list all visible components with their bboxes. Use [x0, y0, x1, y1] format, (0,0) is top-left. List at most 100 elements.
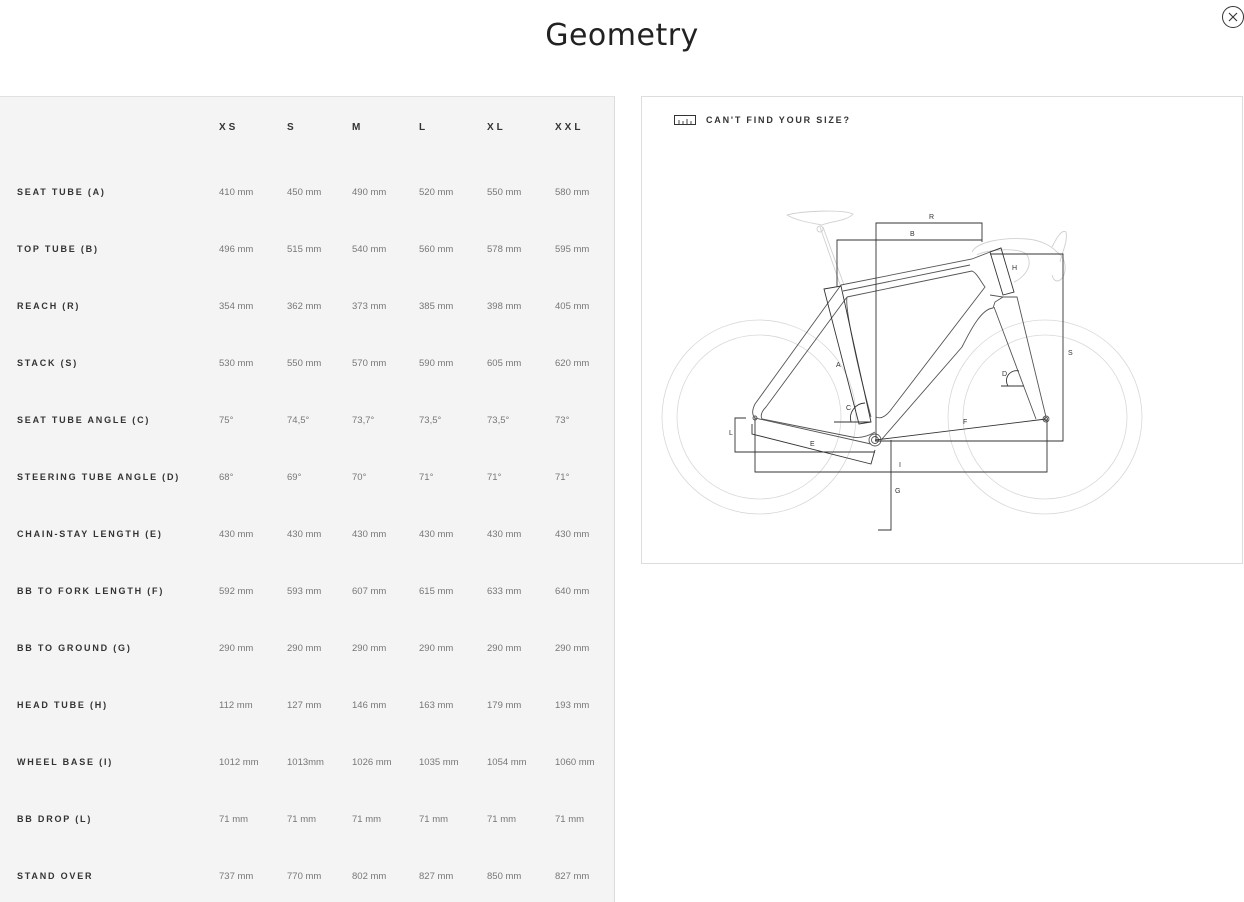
size-finder-link[interactable]: CAN'T FIND YOUR SIZE? — [674, 115, 851, 125]
front-wheel-tire — [947, 319, 1143, 515]
cell-s: 127 mm — [287, 700, 322, 711]
bike-geometry-illustration: R B H A S D C F L E I G — [661, 210, 1143, 531]
label-c: C — [846, 405, 851, 412]
row-label: SEAT TUBE (A) — [17, 187, 106, 197]
bb-drop-line — [734, 417, 875, 453]
bb-to-fork-line — [874, 418, 1047, 441]
table-row: STEERING TUBE ANGLE (D)68°69°70°71°71°71… — [0, 472, 614, 486]
cell-xxl: 193 mm — [555, 700, 590, 711]
geometry-diagram: R B H A S D C F L E I G CAN'T FIND YOUR … — [641, 96, 1243, 564]
row-label: SEAT TUBE ANGLE (C) — [17, 415, 151, 425]
label-h: H — [1012, 265, 1017, 272]
cell-xs: 496 mm — [219, 244, 254, 255]
cell-xl: 71° — [487, 472, 502, 483]
cell-xxl: 290 mm — [555, 643, 590, 654]
cell-l: 385 mm — [419, 301, 454, 312]
row-label: BB TO FORK LENGTH (F) — [17, 586, 165, 596]
cell-m: 570 mm — [352, 358, 387, 369]
cell-m: 146 mm — [352, 700, 387, 711]
ruler-icon — [674, 115, 696, 125]
label-g: G — [895, 488, 900, 495]
bb-to-ground-line — [878, 440, 892, 531]
cell-s: 550 mm — [287, 358, 322, 369]
table-row: BB TO GROUND (G) 290 mm 290 mm 290 mm 290 mm… — [0, 643, 614, 657]
cell-l: 290 mm — [419, 643, 454, 654]
cell-s: 593 mm — [287, 586, 322, 597]
cell-s: 69° — [287, 472, 302, 483]
cell-l: 827 mm — [419, 871, 454, 882]
cell-xxl: 595 mm — [555, 244, 590, 255]
cell-xs: 530 mm — [219, 358, 254, 369]
cell-xs: 1012 mm — [219, 757, 259, 768]
row-label: BB TO GROUND (G) — [17, 643, 132, 653]
label-l: L — [729, 430, 733, 437]
diagram-labels: R B H A S D C F L E I G — [729, 214, 1073, 495]
cell-s: 290 mm — [287, 643, 322, 654]
cell-xs: 71 mm — [219, 814, 249, 825]
cell-l: 520 mm — [419, 187, 454, 198]
cell-m: 290 mm — [352, 643, 387, 654]
cell-s: 430 mm — [287, 529, 322, 540]
close-icon — [1228, 12, 1238, 22]
cell-xl: 578 mm — [487, 244, 522, 255]
cell-xl: 430 mm — [487, 529, 522, 540]
cell-l: 615 mm — [419, 586, 454, 597]
cell-m: 430 mm — [352, 529, 387, 540]
row-label: STACK (S) — [17, 358, 79, 368]
cell-m: 540 mm — [352, 244, 387, 255]
cell-l: 73,5° — [419, 415, 442, 426]
row-label: TOP TUBE (B) — [17, 244, 99, 254]
cell-xxl: 1060 mm — [555, 757, 595, 768]
saddle-and-handlebar — [785, 210, 1067, 288]
cell-s: 770 mm — [287, 871, 322, 882]
cell-xs: 737 mm — [219, 871, 254, 882]
cell-m: 373 mm — [352, 301, 387, 312]
cell-xxl: 620 mm — [555, 358, 590, 369]
cell-xxl: 827 mm — [555, 871, 590, 882]
cell-xl: 633 mm — [487, 586, 522, 597]
cell-xl: 398 mm — [487, 301, 522, 312]
label-b: B — [910, 231, 915, 238]
size-header-xs: XS — [219, 122, 239, 133]
seat-angle-arc — [834, 402, 871, 423]
cell-xs: 112 mm — [219, 700, 253, 711]
cell-xxl: 71 mm — [555, 814, 585, 825]
cell-m: 71 mm — [352, 814, 382, 825]
label-r: R — [929, 214, 934, 221]
cell-xl: 605 mm — [487, 358, 522, 369]
label-d: D — [1002, 371, 1007, 378]
size-header-xl: XL — [487, 122, 506, 133]
cell-l: 71° — [419, 472, 434, 483]
row-label: BB DROP (L) — [17, 814, 93, 824]
cell-xs: 75° — [219, 415, 234, 426]
cell-s: 71 mm — [287, 814, 317, 825]
cell-s: 515 mm — [287, 244, 322, 255]
wheelbase-line — [754, 418, 1048, 473]
cell-m: 802 mm — [352, 871, 387, 882]
cell-xxl: 430 mm — [555, 529, 590, 540]
bike-frame — [752, 247, 1050, 447]
front-wheel-rim — [962, 334, 1128, 500]
cell-l: 1035 mm — [419, 757, 459, 768]
label-a: A — [836, 362, 841, 369]
cell-m: 70° — [352, 472, 367, 483]
cell-xxl: 73° — [555, 415, 570, 426]
size-finder-label: CAN'T FIND YOUR SIZE? — [706, 115, 851, 125]
label-f: F — [963, 419, 967, 426]
cell-xl: 1054 mm — [487, 757, 527, 768]
cell-s: 74,5° — [287, 415, 310, 426]
cell-xxl: 405 mm — [555, 301, 590, 312]
cell-l: 163 mm — [419, 700, 454, 711]
cell-xl: 550 mm — [487, 187, 522, 198]
rear-wheel-tire — [661, 319, 857, 515]
close-button[interactable] — [1222, 6, 1244, 28]
label-i: I — [899, 462, 901, 469]
cell-s: 1013mm — [287, 757, 324, 768]
row-label: STAND OVER — [17, 871, 94, 881]
